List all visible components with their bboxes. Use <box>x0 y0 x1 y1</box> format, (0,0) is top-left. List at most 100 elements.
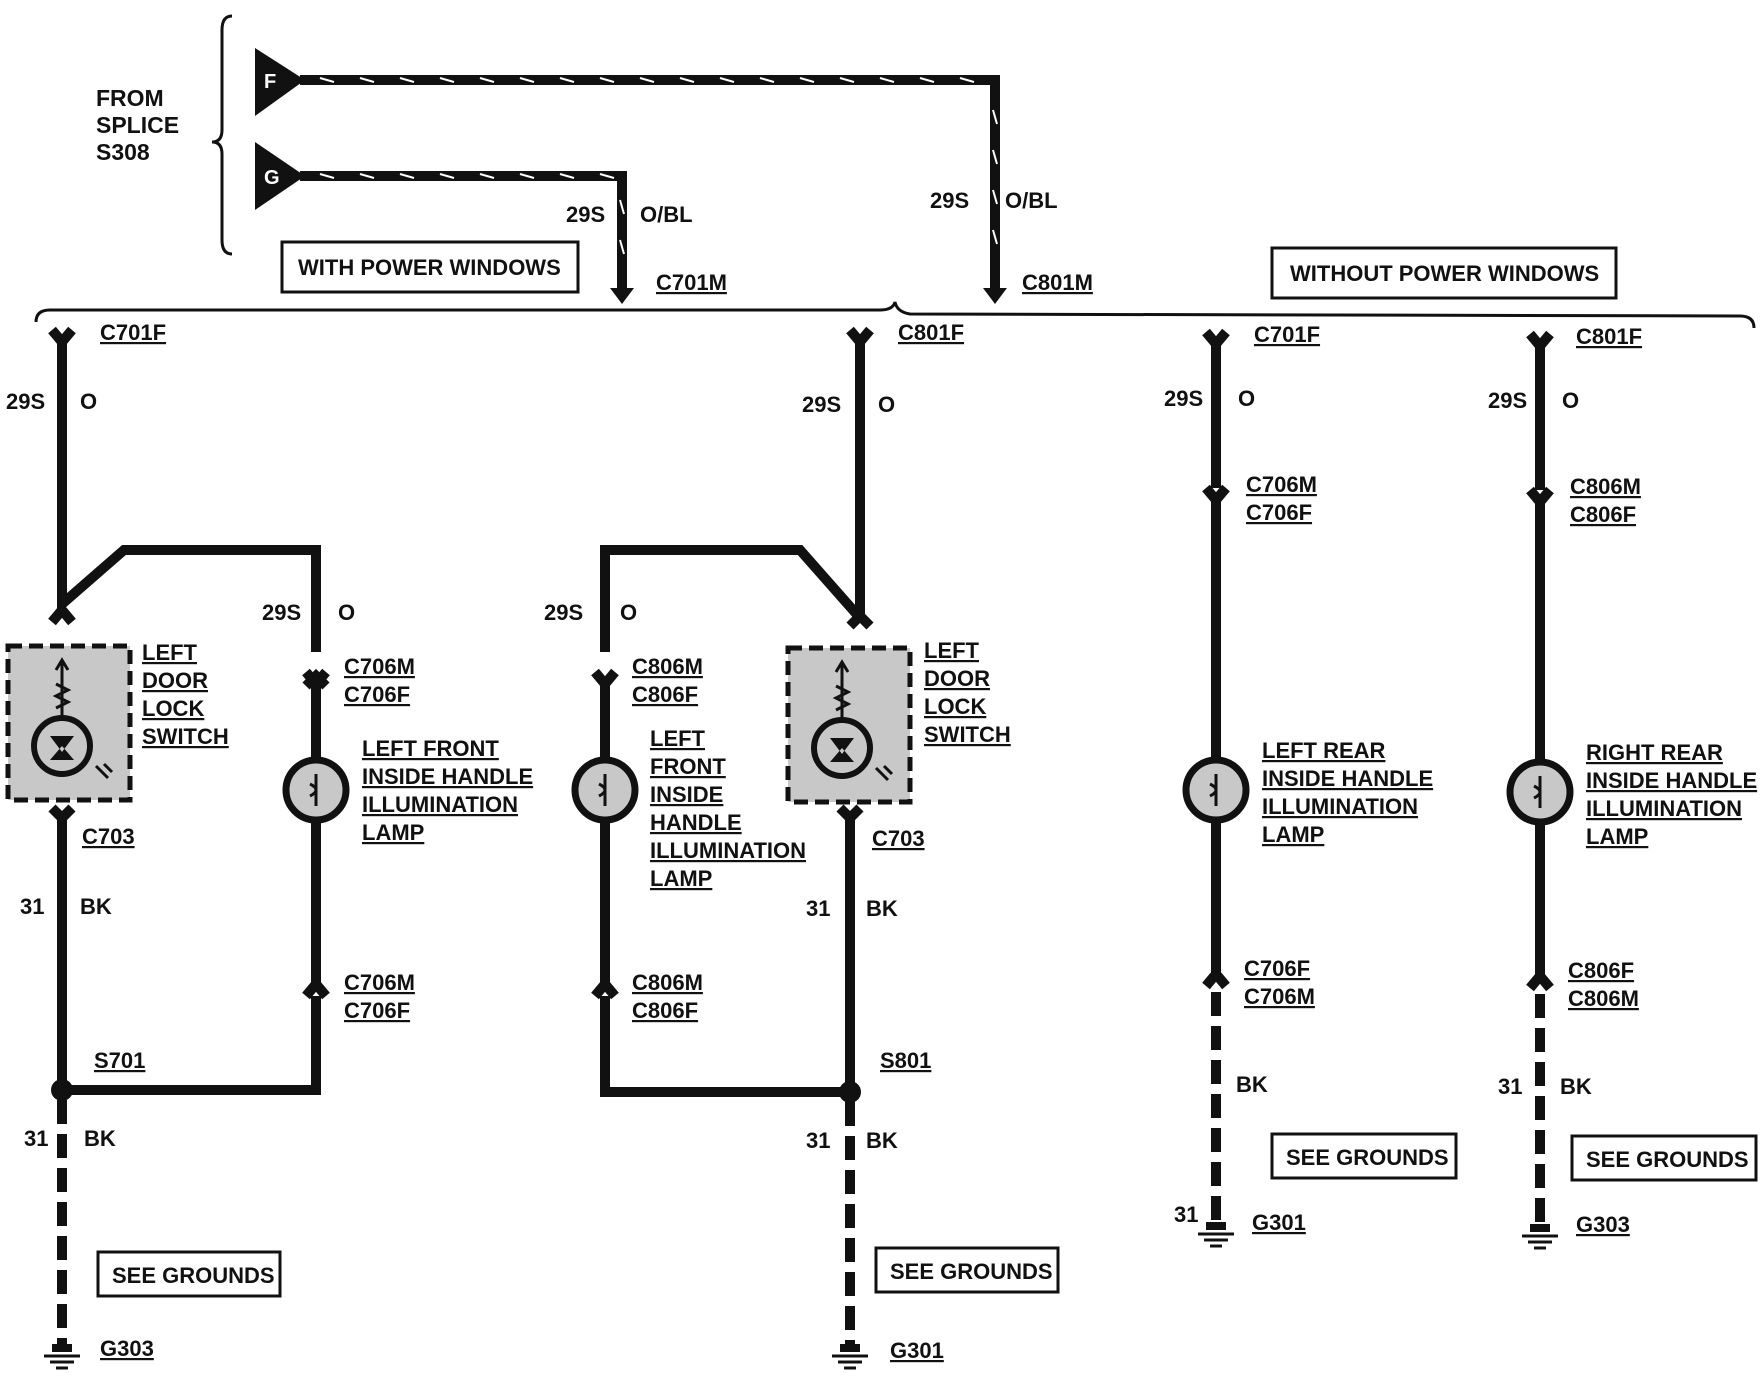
col6-lamp-line-3: ILLUMINATION <box>1586 796 1742 821</box>
col6-color-label: O <box>1562 388 1579 413</box>
col5-see-grounds-box <box>1270 1132 1458 1180</box>
col1-bk2-circuit: 31 <box>24 1126 48 1151</box>
col3-lamp-line-4: HANDLE <box>650 810 742 835</box>
col3-circuit-label: 29S <box>544 600 583 625</box>
col1-see-grounds-label: SEE GROUNDS <box>112 1263 275 1288</box>
col3-feed-wire <box>600 545 864 652</box>
col5-color-label: O <box>1238 386 1255 411</box>
col1-color-label: O <box>80 389 97 414</box>
col1-switch-spring-icon <box>52 657 72 718</box>
col1-circuit-label: 29S <box>6 389 45 414</box>
col6-conn-b: C806F <box>1570 502 1636 527</box>
col6-circuit <box>1506 330 1574 1250</box>
col3-lamp-line-2: FRONT <box>650 754 726 779</box>
g-color: O/BL <box>640 202 693 227</box>
col4-see-grounds-box <box>874 1246 1060 1294</box>
col1-ground-label: G303 <box>100 1336 154 1361</box>
col3-lamp-line-6: LAMP <box>650 866 712 891</box>
col2-circuit <box>282 668 350 1000</box>
col2-conn-a: C706M <box>344 654 415 679</box>
col6-bk-color: BK <box>1560 1074 1592 1099</box>
col6-lamp-line-2: INSIDE HANDLE <box>1586 768 1757 793</box>
col5-ground-lines <box>1198 1232 1234 1248</box>
col6-ground-lines <box>1522 1234 1558 1250</box>
c801m-arrow-icon <box>983 288 1007 304</box>
source-splice-group: FROM SPLICE S308 F G <box>96 14 305 256</box>
col1-bk2-color: BK <box>84 1126 116 1151</box>
c701m-arrow-icon <box>610 288 634 304</box>
with-power-windows-box <box>280 240 580 294</box>
col1-ground-lines <box>44 1354 80 1370</box>
option-brace <box>34 301 1756 329</box>
col4-switch-line-2: DOOR <box>924 666 990 691</box>
col4-circuit-label: 29S <box>802 392 841 417</box>
col1-connector-top: C701F <box>100 320 166 345</box>
col6-see-grounds-box <box>1570 1134 1758 1182</box>
col1-ground-icon <box>52 1344 72 1352</box>
pin-f-label: F <box>264 71 276 93</box>
col1-switch-line-1: LEFT <box>142 640 198 665</box>
col6-ground-label: G303 <box>1576 1212 1630 1237</box>
col3-lamp-line-3: INSIDE <box>650 782 723 807</box>
col4-bk-circuit: 31 <box>806 896 830 921</box>
col1-light-ray-icon <box>94 762 114 780</box>
col3-conn-d: C806F <box>632 998 698 1023</box>
col5-lamp-line-1: LEFT REAR <box>1262 738 1386 763</box>
col2-lamp-line-4: LAMP <box>362 820 424 845</box>
col3-conn-c: C806M <box>632 970 703 995</box>
col3-lamp-line-1: LEFT <box>650 726 706 751</box>
col6-ground-icon <box>1530 1224 1550 1232</box>
col1-splice-label: S701 <box>94 1048 145 1073</box>
col1-bk-color: BK <box>80 894 112 919</box>
col2-lamp-line-3: ILLUMINATION <box>362 792 518 817</box>
feeder-wires <box>300 75 1007 304</box>
col5-ground-circuit: 31 <box>1174 1202 1198 1227</box>
col2-color-label: O <box>338 600 355 625</box>
col5-lamp-line-3: ILLUMINATION <box>1262 794 1418 819</box>
col1-switch-line-4: SWITCH <box>142 724 229 749</box>
col6-lamp-line-4: LAMP <box>1586 824 1648 849</box>
col6-lamp-filament-icon <box>1533 776 1542 808</box>
col4-switch-connector: C703 <box>872 826 925 851</box>
col3-return-wire <box>600 996 850 1097</box>
col6-see-grounds-label: SEE GROUNDS <box>1586 1147 1749 1172</box>
col1-switch-line-3: LOCK <box>142 696 204 721</box>
col3-lamp-line-5: ILLUMINATION <box>650 838 806 863</box>
col1-switch-connector: C703 <box>82 824 135 849</box>
col6-conn-c: C806F <box>1568 958 1634 983</box>
g-circuit: 29S <box>566 202 605 227</box>
col4-switch-line-3: LOCK <box>924 694 986 719</box>
col6-lamp-line-1: RIGHT REAR <box>1586 740 1723 765</box>
col5-lamp-line-4: LAMP <box>1262 822 1324 847</box>
col2-conn-d: C706F <box>344 998 410 1023</box>
col5-conn-d: C706M <box>1244 984 1315 1009</box>
col1-switch-line-2: DOOR <box>142 668 208 693</box>
col6-circuit-label: 29S <box>1488 388 1527 413</box>
col2-conn-top-b-icon <box>302 668 330 690</box>
col1-see-grounds-box <box>96 1250 282 1298</box>
col2-lamp-line-2: INSIDE HANDLE <box>362 764 533 789</box>
col5-lamp-filament-icon <box>1209 774 1218 806</box>
col6-top-connector-icon <box>1526 330 1554 354</box>
f-connector: C801M <box>1022 270 1093 295</box>
f-circuit: 29S <box>930 188 969 213</box>
col4-circuit <box>785 326 913 1370</box>
col5-top-connector-icon <box>1202 328 1230 352</box>
col4-bk-color: BK <box>866 896 898 921</box>
col4-splice-label: S801 <box>880 1048 931 1073</box>
source-label-line-3: S308 <box>96 139 150 165</box>
without-power-windows-box <box>1270 246 1618 300</box>
col1-feed-wire <box>57 342 321 652</box>
col5-connector-top: C701F <box>1254 322 1320 347</box>
col5-conn-a: C706M <box>1246 472 1317 497</box>
col6-conn-bottom-icon <box>1526 968 1554 992</box>
col1-diode-icon <box>50 736 74 760</box>
col4-switch-line-1: LEFT <box>924 638 980 663</box>
col5-lamp-line-2: INSIDE HANDLE <box>1262 766 1433 791</box>
col4-top-connector-icon <box>846 326 874 350</box>
col5-circuit <box>1182 328 1250 1248</box>
col4-ground-label: G301 <box>890 1338 944 1363</box>
col3-conn-b: C806F <box>632 682 698 707</box>
col6-connector-top: C801F <box>1576 324 1642 349</box>
